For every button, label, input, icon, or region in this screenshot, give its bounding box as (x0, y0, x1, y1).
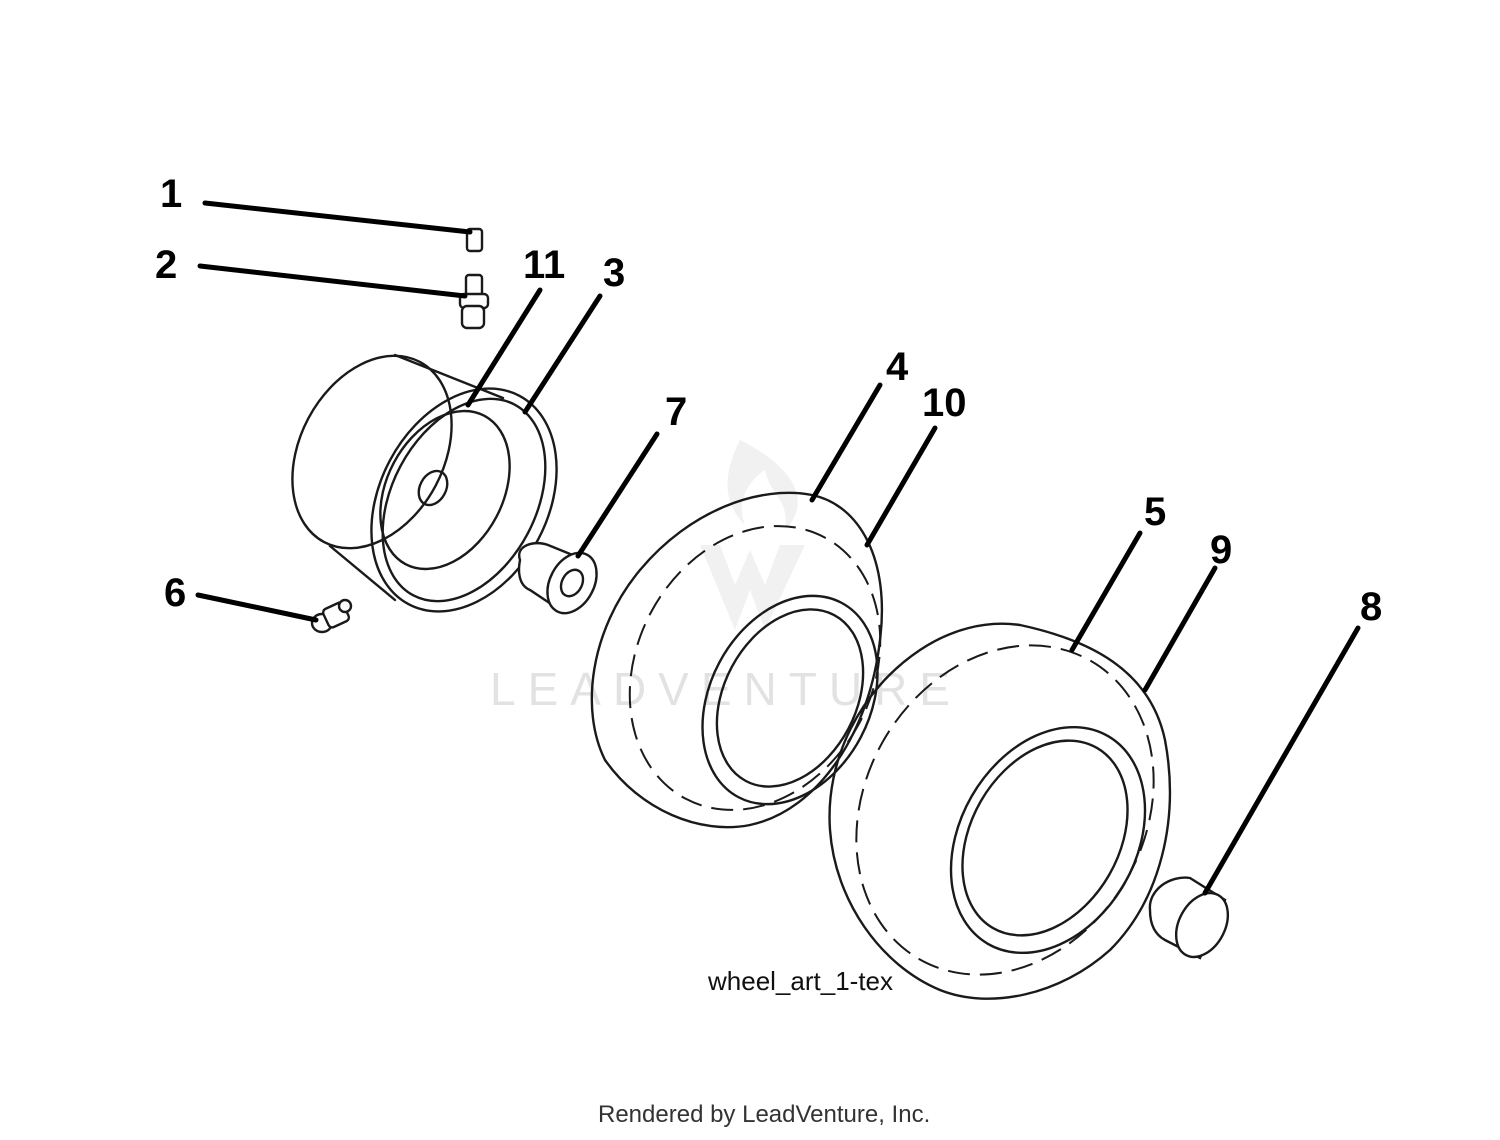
part-front-tire (590, 491, 884, 829)
art-code-label: wheel_art_1-tex (707, 966, 893, 996)
leader-line-9 (1142, 565, 1218, 693)
callout-3: 3 (603, 251, 625, 295)
callout-6: 6 (164, 571, 186, 615)
watermark-text: LEADVENTURE (490, 663, 962, 715)
leader-line-10 (864, 425, 938, 548)
callout-10: 10 (922, 381, 967, 425)
leader-line-6 (195, 592, 319, 623)
callout-11: 11 (523, 243, 565, 287)
flame-icon (727, 440, 798, 530)
leader-line-5 (1069, 530, 1143, 653)
part-grease-fitting (310, 598, 353, 634)
part-rear-tire (828, 622, 1171, 1000)
leader-line-7 (575, 431, 660, 559)
leader-line-4 (809, 382, 883, 503)
leader-line-3 (522, 293, 603, 415)
leader-line-1 (202, 200, 473, 235)
part-valve-stem (458, 273, 490, 330)
leader-line-8 (1202, 625, 1361, 896)
chevron-logo-icon (700, 545, 805, 630)
callout-1: 1 (160, 172, 182, 216)
part-wheel-rim (291, 353, 558, 613)
leader-line-2 (197, 263, 468, 299)
callout-7: 7 (665, 390, 687, 434)
watermark-logo (700, 440, 805, 630)
credit-text: Rendered by LeadVenture, Inc. (598, 1101, 930, 1128)
leader-line-11 (465, 287, 543, 408)
part-valve-cap (465, 227, 484, 253)
callout-5: 5 (1144, 490, 1166, 534)
part-bushing (517, 541, 598, 615)
callout-4: 4 (886, 345, 909, 389)
callout-8: 8 (1360, 585, 1382, 629)
callout-2: 2 (155, 243, 177, 287)
callout-9: 9 (1210, 528, 1232, 572)
part-hub-cap (1148, 876, 1230, 960)
